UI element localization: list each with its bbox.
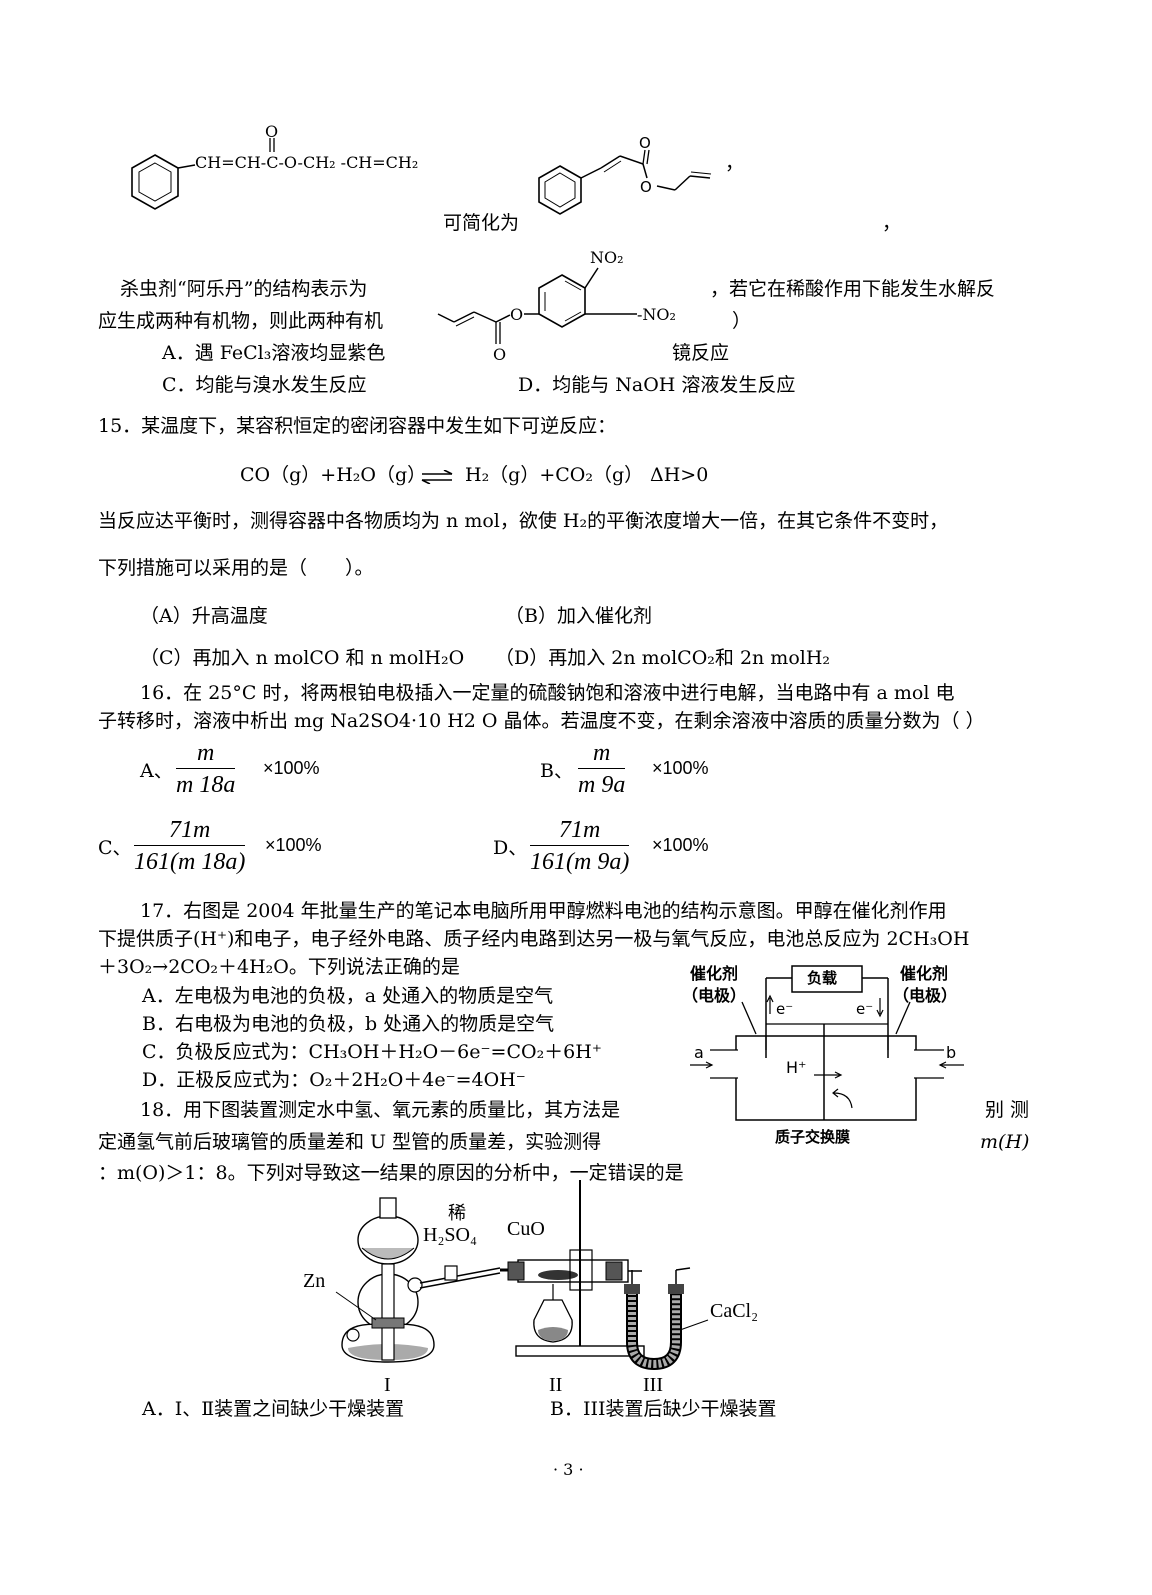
percent-factor: ×100%	[265, 835, 322, 855]
q17-line2: 下提供质子(H⁺)和电子，电子经外电路、质子经内电路到达另一极与氧气反应，电池总…	[98, 928, 970, 950]
simplify-label: 可简化为	[443, 212, 520, 234]
q16-line2: 子转移时，溶液中析出 mg Na2SO4·10 H2 O 晶体。若温度不变，在剩…	[98, 710, 985, 732]
q16-option-c-label: C、	[98, 837, 132, 859]
svg-text:O: O	[640, 178, 652, 196]
aledan-structure	[432, 240, 702, 368]
percent-factor: ×100%	[652, 835, 709, 855]
q17-option-c: C．负极反应式为：CH₃OH＋H₂O－6e⁻=CO₂＋6H⁺	[142, 1041, 602, 1063]
q14-option-a: A．遇 FeCl₃溶液均显紫色	[162, 342, 386, 364]
fraction-numerator: 71m	[168, 817, 211, 843]
electrode-right-label: （电极）	[893, 986, 958, 1005]
fraction-numerator: m	[197, 740, 215, 766]
electrode-left-label: （电极）	[682, 986, 747, 1005]
percent-factor: ×100%	[652, 758, 709, 778]
q17-option-d: D．正极反应式为：O₂＋2H₂O＋4e⁻=4OH⁻	[142, 1069, 526, 1091]
carbonyl-oxygen: O	[265, 122, 279, 141]
q16-option-c-fraction: 71m 161(m 18a)	[134, 815, 246, 878]
fuel-cell-diagram	[682, 958, 972, 1158]
inlet-b-label: b	[946, 1043, 957, 1062]
no2-top: NO₂	[590, 248, 624, 267]
apparatus-label-3: III	[643, 1374, 663, 1396]
carbonyl-oxygen: O	[493, 345, 507, 364]
proton-label: H⁺	[786, 1058, 807, 1077]
q14-line2-b: ）	[732, 310, 752, 332]
q18-line3: ：m(O)＞1：8。下列对导致这一结果的原因的分析中，一定错误的是	[98, 1162, 684, 1184]
apparatus-label-1: I	[384, 1374, 391, 1396]
q14-option-b-tail: 镜反应	[672, 342, 730, 364]
fraction-denominator: 161(m 18a)	[134, 849, 246, 875]
q16-option-b-label: B、	[540, 760, 573, 782]
ester-oxygen: O	[510, 305, 524, 324]
q15-equation-left: CO（g）+H₂O（g）	[240, 464, 427, 486]
q16-option-a-label: A、	[140, 760, 173, 782]
q16-line1: 16．在 25°C 时，将两根铂电极插入一定量的硫酸钠饱和溶液中进行电解，当电路…	[140, 682, 955, 704]
no2-right: -NO₂	[637, 305, 676, 324]
page-number: · 3 ·	[553, 1460, 584, 1479]
svg-text:O: O	[639, 134, 651, 152]
q18-line2-b: m(H)	[980, 1131, 1030, 1153]
membrane-label: 质子交换膜	[775, 1128, 851, 1146]
q14-line1-b: ，若它在稀酸作用下能发生水解反	[710, 278, 996, 300]
q17-option-a: A．左电极为电池的负极，a 处通入的物质是空气	[142, 985, 554, 1007]
q17-line1: 17．右图是 2004 年批量生产的笔记本电脑所用甲醇燃料电池的结构示意图。甲醇…	[140, 900, 947, 922]
q14-line1-a: 杀虫剂“阿乐丹”的结构表示为	[120, 278, 368, 300]
q18-line1-b: 别 测	[985, 1099, 1030, 1121]
fraction-denominator: m 18a	[176, 772, 236, 798]
q18-option-a: A．Ⅰ、Ⅱ装置之间缺少干燥装置	[142, 1398, 405, 1420]
h2so4-label: H₂SO₄	[423, 1224, 477, 1246]
ester-formula: CH=CH-C-O-CH₂ -CH=CH₂	[195, 153, 419, 172]
dilute-label: 稀	[448, 1203, 466, 1224]
q17-option-b: B．右电极为电池的负极，b 处通入的物质是空气	[142, 1013, 555, 1035]
catalyst-left-label: 催化剂	[690, 964, 739, 983]
q18-line1-a: 18．用下图装置测定水中氢、氧元素的质量比，其方法是	[140, 1099, 621, 1121]
percent-factor: ×100%	[263, 758, 320, 778]
q15-option-d: （D）再加入 2n molCO₂和 2n molH₂	[495, 647, 831, 669]
q16-option-d-fraction: 71m 161(m 9a)	[530, 815, 630, 878]
q18-option-b: B．III装置后缺少干燥装置	[550, 1398, 777, 1420]
q16-option-d-label: D、	[493, 837, 528, 859]
ester-structure-full	[131, 138, 275, 210]
load-label: 负载	[807, 969, 838, 987]
q14-option-c: C．均能与溴水发生反应	[162, 374, 367, 396]
electron-right-label: e⁻	[856, 1000, 874, 1018]
comma: ，	[882, 212, 902, 234]
q16-option-b-fraction: m m 9a	[578, 738, 626, 801]
electron-left-label: e⁻	[776, 1000, 794, 1018]
zn-label: Zn	[303, 1270, 326, 1292]
catalyst-right-label: 催化剂	[900, 964, 949, 983]
comma: ，	[725, 152, 745, 174]
q14-option-d: D．均能与 NaOH 溶液发生反应	[518, 374, 796, 396]
cuo-label: CuO	[507, 1218, 545, 1240]
q15-option-c: （C）再加入 n molCO 和 n molH₂O	[140, 647, 465, 669]
fraction-numerator: 71m	[558, 817, 601, 843]
q15-delta-h: ΔH>0	[650, 464, 709, 486]
q17-line3: ＋3O₂→2CO₂＋4H₂O。下列说法正确的是	[98, 956, 460, 978]
q15-line3: 下列措施可以采用的是（ ）。	[98, 557, 374, 579]
fraction-denominator: 161(m 9a)	[530, 849, 630, 875]
q18-line2-a: 定通氢气前后玻璃管的质量差和 U 型管的质量差，实验测得	[98, 1131, 602, 1153]
apparatus-diagram	[335, 1180, 709, 1371]
q15-option-b: （B）加入催化剂	[505, 605, 652, 627]
q15-line2: 当反应达平衡时，测得容器中各物质均为 n mol，欲使 H₂的平衡浓度增大一倍，…	[98, 510, 949, 532]
cacl2-label: CaCl₂	[710, 1300, 759, 1322]
fraction-denominator: m 9a	[578, 772, 626, 798]
q15-option-a: （A）升高温度	[140, 605, 268, 627]
q15-stem: 15．某温度下，某容积恒定的密闭容器中发生如下可逆反应：	[98, 415, 617, 437]
q14-line2-a: 应生成两种有机物，则此两种有机	[98, 310, 384, 332]
ester-skeletal-structure: O O	[538, 134, 712, 215]
apparatus-label-2: II	[549, 1374, 563, 1396]
q16-option-a-fraction: m m 18a	[176, 738, 236, 801]
fraction-numerator: m	[593, 740, 611, 766]
q15-equation-right: H₂（g）+CO₂（g）	[465, 464, 644, 486]
equilibrium-arrow-icon	[421, 470, 453, 484]
inlet-a-label: a	[694, 1043, 704, 1062]
